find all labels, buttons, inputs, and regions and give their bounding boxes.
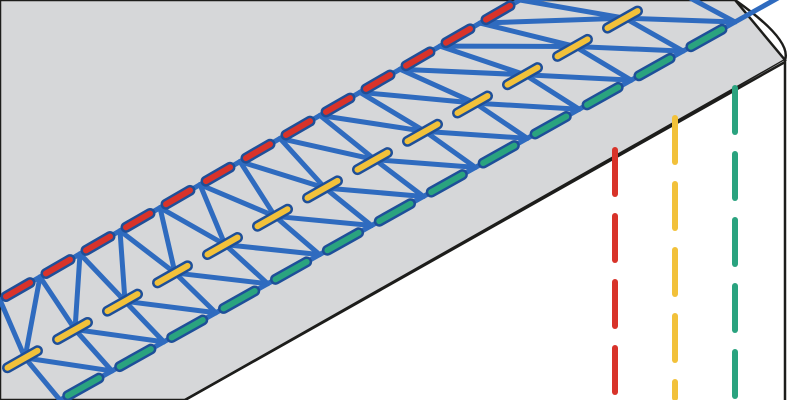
looper-thread-segment [277, 135, 378, 163]
looper-thread-segment [317, 112, 378, 163]
needle-stitch-green [532, 113, 570, 137]
needle-stitch-red [403, 48, 433, 69]
looper-thread-segment [422, 128, 478, 170]
looper-thread-segment [222, 242, 271, 287]
looper-thread-segment [397, 66, 528, 78]
fabric-side-face [200, 60, 800, 400]
looper-thread-segment [472, 100, 530, 141]
needle-stitch-green [428, 171, 466, 196]
looper-thread-segment [522, 72, 634, 83]
needle-stitch-green [687, 26, 726, 50]
looper-thread-segment [688, 0, 738, 25]
looper-thread-segment [357, 89, 428, 134]
fabric-bottom-edge [184, 60, 786, 400]
looper-thread-segment [172, 270, 271, 287]
needle-stitch-yellow [504, 64, 541, 88]
looper-thread-segment [172, 270, 219, 316]
looper-thread-segment [22, 274, 43, 361]
looper-thread-segment [237, 159, 328, 191]
looper-thread-segment [77, 251, 128, 304]
looper-thread-segment [22, 355, 63, 400]
needle-stitch-yellow [304, 177, 341, 201]
needle-stitch-red [123, 210, 153, 231]
needle-stitch-green [168, 317, 206, 341]
looper-thread-segment [322, 185, 426, 199]
looper-thread-segment [272, 213, 323, 258]
looper-thread-segment [372, 157, 478, 170]
needle-stitch-yellow [4, 347, 41, 371]
looper-thread-segment [622, 15, 738, 25]
needle-stitch-green [116, 346, 154, 370]
looper-thread-segment [437, 43, 528, 78]
looper-thread-segment [372, 157, 426, 199]
looper-thread-segment [72, 327, 115, 374]
needle-stitch-green [324, 229, 362, 254]
looper-thread-segment [222, 242, 323, 258]
needle-stitch-green [376, 200, 414, 225]
needle-stitch-green [480, 142, 518, 167]
needle-stitch-red [83, 233, 113, 254]
looper-thread-segment [477, 15, 628, 26]
needle-stitch-red [163, 187, 193, 208]
looper-thread-segment [197, 182, 278, 219]
looper-thread-segment [622, 15, 686, 54]
needle-stitch-yellow [254, 206, 291, 230]
needle-stitch-yellow [404, 121, 441, 145]
needle-stitch-green [272, 258, 310, 283]
looper-thread-segment [522, 72, 582, 112]
looper-thread-segment [117, 228, 178, 276]
needle-stitch-yellow [354, 149, 391, 173]
looper-thread-segment [37, 274, 78, 333]
needle-stitch-yellow [54, 319, 91, 343]
looper-thread-segment [472, 100, 582, 112]
needle-stitch-yellow [104, 291, 141, 315]
needle-stitch-red [483, 2, 513, 23]
looper-thread-segment [237, 159, 278, 219]
looper-thread-segment [22, 355, 115, 374]
needle-stitch-yellow [204, 234, 241, 258]
looper-thread-segment [732, 0, 780, 25]
looper-thread-segment [272, 213, 375, 229]
looper-thread-segment [572, 43, 634, 83]
looper-thread-segment [422, 128, 530, 141]
looper-thread-segment [72, 251, 83, 333]
needle-stitch-green [64, 375, 102, 399]
needle-stitch-green [584, 84, 622, 108]
looper-thread-segment [317, 112, 428, 134]
needle-stitch-red [3, 279, 33, 300]
needle-stitch-red [243, 141, 273, 162]
looper-thread-segment [197, 182, 228, 248]
needle-stitch-red [43, 256, 73, 277]
side-thread-group [612, 85, 738, 400]
looper-thread-segment [322, 185, 375, 229]
needle-stitch-red [363, 72, 393, 92]
fabric-fold-edge [734, 0, 788, 400]
looper-thread-segment [517, 0, 628, 21]
looper-thread-segment [0, 297, 28, 361]
needle-stitch-yellow [604, 8, 641, 32]
looper-thread-segment [277, 135, 328, 191]
looper-thread-segment [72, 327, 167, 345]
looper-thread-segment [357, 89, 478, 106]
looper-thread-segment [122, 298, 167, 345]
looper-thread-segment [117, 228, 128, 304]
needle-stitch-yellow [454, 93, 491, 116]
looper-thread-segment [477, 20, 578, 49]
needle-stitch-red [203, 164, 233, 185]
needle-stitch-yellow [154, 262, 191, 286]
looper-thread-segment [397, 66, 478, 106]
looper-thread-segment [572, 43, 686, 54]
needle-stitch-red [283, 118, 313, 138]
needle-stitch-red [443, 25, 473, 46]
looper-thread-segment [157, 205, 228, 248]
looper-thread-segment [157, 205, 178, 276]
needle-stitch-red [323, 95, 353, 115]
looper-thread-segment [122, 298, 219, 316]
needle-stitch-yellow [554, 36, 591, 60]
needle-stitch-green [220, 287, 258, 312]
needle-stitch-green [635, 55, 674, 79]
